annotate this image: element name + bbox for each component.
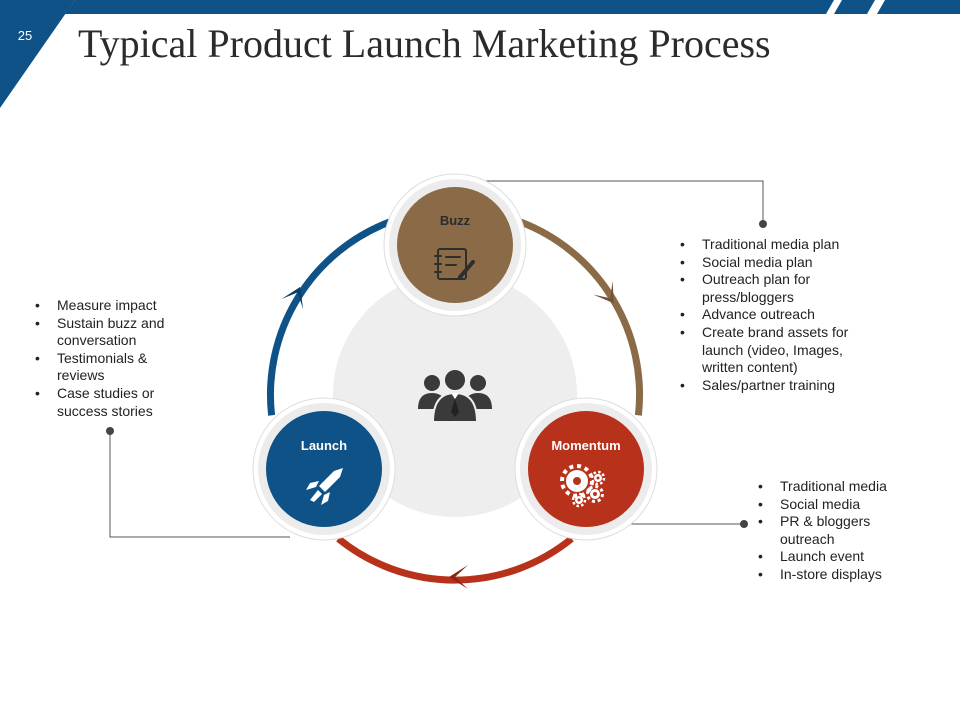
node-buzz-fill <box>397 187 513 303</box>
slide-number: 25 <box>17 28 33 43</box>
list-item: Social media plan <box>678 254 878 272</box>
node-launch-label: Launch <box>301 438 347 453</box>
list-item: In-store displays <box>756 566 926 584</box>
checklist-pen-icon <box>434 248 475 280</box>
business-team-icon <box>418 368 492 423</box>
node-momentum: Momentum <box>514 397 658 541</box>
arc-launch-to-buzz <box>266 218 391 416</box>
connector-launch <box>109 431 290 538</box>
list-item: Launch event <box>756 548 926 566</box>
buzz-bullet-list: Traditional media plan Social media plan… <box>678 236 878 394</box>
connector-dot <box>106 427 114 435</box>
list-item: Traditional media plan <box>678 236 878 254</box>
gears-icon <box>560 464 606 508</box>
list-item: PR & bloggers outreach <box>756 513 926 548</box>
list-item: Advance outreach <box>678 306 878 324</box>
list-item: Sustain buzz and conversation <box>33 315 193 350</box>
connector-buzz <box>478 180 764 223</box>
list-item: Measure impact <box>33 297 193 315</box>
rocket-icon <box>306 468 343 505</box>
list-item: Create brand assets for launch (video, I… <box>678 324 878 377</box>
list-item: Traditional media <box>756 478 926 496</box>
list-item: Case studies or success stories <box>33 385 193 420</box>
launch-bullet-list: Measure impact Sustain buzz and conversa… <box>33 297 193 420</box>
node-launch-fill <box>266 411 382 527</box>
header-bar <box>65 0 834 14</box>
node-momentum-label: Momentum <box>551 438 620 453</box>
connector-dot <box>740 520 748 528</box>
page-title: Typical Product Launch Marketing Process <box>78 21 771 66</box>
list-item: Outreach plan for press/bloggers <box>678 271 878 306</box>
header-stripe <box>877 0 960 14</box>
node-launch: Launch <box>252 397 396 541</box>
momentum-bullet-list: Traditional media Social media PR & blog… <box>756 478 926 584</box>
list-item: Social media <box>756 496 926 514</box>
arrow-chevron <box>593 280 614 304</box>
node-buzz-label: Buzz <box>440 213 471 228</box>
header-triangle <box>0 0 75 108</box>
arrow-chevron <box>449 565 468 589</box>
node-buzz: Buzz <box>383 173 527 317</box>
header-stripe <box>834 0 875 14</box>
list-item: Testimonials & reviews <box>33 350 193 385</box>
connector-dot <box>759 220 767 228</box>
list-item: Sales/partner training <box>678 377 878 395</box>
